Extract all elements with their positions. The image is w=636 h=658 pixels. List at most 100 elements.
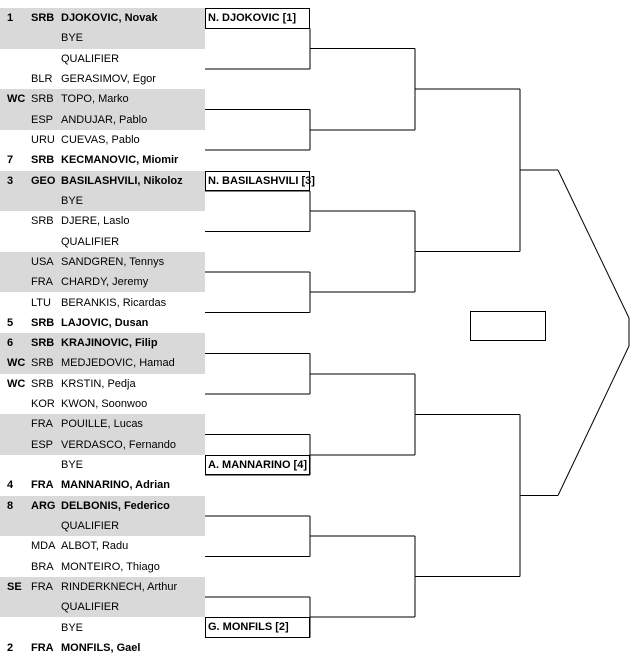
player-name: DJERE, Laslo [61,215,130,228]
country-code: SRB [31,12,55,25]
seed-entry: 5 [7,316,14,329]
player-row: URU CUEVAS, Pablo [0,130,205,150]
player-name: QUALIFIER [61,235,120,248]
player-row: LTU BERANKIS, Ricardas [0,292,205,312]
country-code: GEO [31,174,56,187]
player-name: MEDJEDOVIC, Hamad [61,357,175,370]
country-code: ESP [31,438,54,451]
seed-entry: WC [7,357,26,370]
seed-entry: 3 [7,174,14,187]
player-name: MONFILS, Gael [61,641,141,654]
seed-entry: 1 [7,12,14,25]
r32-match-block: 8 ARG DELBONIS, Federico QUALIFIER [0,495,205,537]
r32-match-block: URU CUEVAS, Pablo 7 SRB KECMANOVIC, Miom… [0,130,205,171]
player-row: USA SANDGREN, Tennys [0,252,205,272]
country-code: USA [31,255,54,268]
r32-match-block: FRA POUILLE, Lucas ESP VERDASCO, Fernand… [0,414,205,455]
country-code: SRB [31,154,55,167]
player-row: BYE [0,617,205,637]
player-row: 4 FRA MANNARINO, Adrian [0,475,205,495]
player-row: BYE [0,191,205,211]
player-name: BASILASHVILI, Nikoloz [61,174,183,187]
country-code: FRA [31,641,54,654]
player-name: KECMANOVIC, Miomir [61,154,179,167]
player-name: SANDGREN, Tennys [61,255,165,268]
player-row: MDA ALBOT, Radu [0,536,205,556]
player-name: ANDUJAR, Pablo [61,113,148,126]
country-code: FRA [31,276,53,289]
r32-match-block: WC SRB TOPO, Marko ESP ANDUJAR, Pablo [0,89,205,130]
round2-advancer-box: A. MANNARINO [4] [205,454,310,475]
country-code: LTU [31,296,51,309]
player-name: RINDERKNECH, Arthur [61,580,178,593]
country-code: BLR [31,73,53,86]
player-row: SE FRA RINDERKNECH, Arthur [0,577,205,597]
player-name: BYE [61,459,84,472]
r32-match-block: 1 SRB DJOKOVIC, Novak BYE [0,8,205,49]
seed-entry: WC [7,93,26,106]
r32-match-block: MDA ALBOT, Radu BRA MONTEIRO, Thiago [0,536,205,577]
player-name: MANNARINO, Adrian [61,479,170,492]
country-code: BRA [31,560,54,573]
player-row: FRA CHARDY, Jeremy [0,272,205,292]
seed-entry: 4 [7,479,14,492]
seed-entry: 8 [7,499,14,512]
country-code: FRA [31,479,54,492]
player-name: DJOKOVIC, Novak [61,12,158,25]
player-row: QUALIFIER [0,516,205,536]
player-name: BYE [61,32,84,45]
r32-match-block: BYE 4 FRA MANNARINO, Adrian [0,455,205,496]
player-name: BYE [61,194,84,207]
seed-entry: 2 [7,641,14,654]
player-name: QUALIFIER [61,52,120,65]
player-name: ALBOT, Radu [61,540,129,553]
player-name: MONTEIRO, Thiago [61,560,160,573]
r32-match-block: LTU BERANKIS, Ricardas 5 SRB LAJOVIC, Du… [0,292,205,333]
r32-match-block: USA SANDGREN, Tennys FRA CHARDY, Jeremy [0,251,205,293]
player-name: LAJOVIC, Dusan [61,316,149,329]
country-code: SRB [31,337,55,350]
player-row: QUALIFIER [0,597,205,617]
seed-entry: 6 [7,337,14,350]
country-code: SRB [31,316,55,329]
country-code: URU [31,134,55,147]
seed-entry: 7 [7,154,14,167]
country-code: FRA [31,418,53,431]
player-row: WC SRB KRSTIN, Pedja [0,374,205,394]
draw-entries-panel: 1 SRB DJOKOVIC, Novak BYE QUALIFIER BLR … [0,8,205,658]
country-code: SRB [31,377,54,390]
champion-box [470,311,546,341]
player-name: KRSTIN, Pedja [61,377,136,390]
player-name: DELBONIS, Federico [61,499,170,512]
player-row: 6 SRB KRAJINOVIC, Filip [0,333,205,353]
round2-advancer-box: G. MONFILS [2] [205,617,310,638]
player-row: QUALIFIER [0,49,205,69]
player-name: GERASIMOV, Egor [61,73,156,86]
r32-match-block: SE FRA RINDERKNECH, Arthur QUALIFIER [0,576,205,618]
player-row: 5 SRB LAJOVIC, Dusan [0,313,205,333]
r32-match-block: WC SRB KRSTIN, Pedja KOR KWON, Soonwoo [0,374,205,415]
country-code: MDA [31,540,56,553]
player-row: QUALIFIER [0,231,205,251]
seed-entry: WC [7,377,26,390]
round2-advancer-box: N. BASILASHVILI [3] [205,170,315,191]
country-code: ESP [31,113,54,126]
r32-match-block: 6 SRB KRAJINOVIC, Filip WC SRB MEDJEDOVI… [0,333,205,374]
player-row: WC SRB MEDJEDOVIC, Hamad [0,353,205,373]
player-row: 8 ARG DELBONIS, Federico [0,496,205,516]
round2-advancer-box: N. DJOKOVIC [1] [205,8,310,29]
player-name: KWON, Soonwoo [61,398,148,411]
player-name: KRAJINOVIC, Filip [61,337,158,350]
player-row: ESP ANDUJAR, Pablo [0,110,205,130]
player-row: BLR GERASIMOV, Egor [0,69,205,89]
country-code: FRA [31,580,53,593]
player-name: CHARDY, Jeremy [61,276,149,289]
player-name: QUALIFIER [61,601,120,614]
player-name: BERANKIS, Ricardas [61,296,167,309]
country-code: KOR [31,398,55,411]
player-row: KOR KWON, Soonwoo [0,394,205,414]
player-name: TOPO, Marko [61,93,129,106]
player-name: BYE [61,621,84,634]
player-row: 3 GEO BASILASHVILI, Nikoloz [0,171,205,191]
country-code: ARG [31,499,56,512]
